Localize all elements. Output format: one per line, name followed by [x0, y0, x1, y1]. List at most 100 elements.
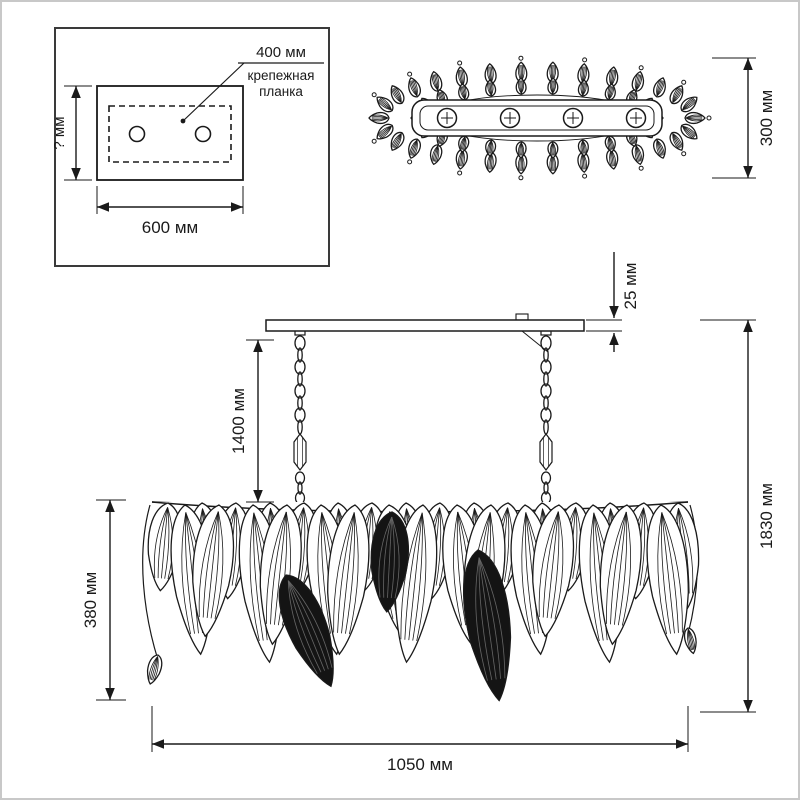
bracket-label-line2: планка: [259, 84, 303, 99]
leaf: [515, 153, 528, 175]
leaf-rib: [549, 80, 554, 94]
leaf-rib: [614, 511, 627, 625]
leaf-rib: [210, 511, 220, 619]
dim-label-plate-height: ? мм: [51, 116, 68, 149]
leaf-rib: [345, 512, 355, 634]
leaf: [646, 504, 689, 656]
bead: [582, 173, 588, 179]
leaf-rib: [635, 145, 643, 162]
leaf-rib: [408, 512, 423, 641]
leaf: [376, 123, 394, 140]
leaf-rib: [634, 73, 638, 91]
leaf-rib: [610, 511, 627, 625]
mounting-bracket-dashed: [108, 105, 232, 163]
leaf-rib: [656, 139, 665, 155]
leaf: [515, 141, 527, 159]
chain-link: [543, 395, 549, 411]
leaf-rib: [371, 117, 389, 122]
leaf-rib: [287, 580, 333, 668]
leaf: [680, 96, 698, 113]
leaf: [368, 111, 390, 125]
bead: [407, 71, 413, 77]
chain-left: [293, 329, 307, 505]
topview-frame-inner: [419, 105, 655, 131]
leaf: [458, 83, 470, 101]
bead: [371, 92, 377, 98]
leaf: [631, 144, 645, 166]
leaf-rib: [377, 100, 392, 111]
leaf: [577, 79, 589, 97]
leaf-rib: [607, 85, 611, 100]
leaf-rib: [436, 145, 440, 163]
leaf-rib: [685, 114, 703, 119]
leaf: [408, 77, 422, 98]
leaf-rib: [518, 80, 522, 94]
bead: [518, 55, 524, 61]
leaf-rib: [202, 511, 219, 618]
leaf-rib: [299, 507, 306, 583]
leaf-rib: [478, 557, 497, 680]
bead: [706, 115, 712, 121]
leaf-rib: [538, 511, 559, 618]
leaf-rib: [149, 656, 158, 680]
leaf-rib: [253, 512, 264, 641]
leaf-rib: [639, 507, 646, 586]
leaf-rib: [349, 512, 359, 635]
leaf-rib: [321, 512, 331, 634]
leaf: [547, 77, 559, 95]
leaf-rib: [341, 512, 355, 634]
chain-link: [543, 371, 549, 387]
leaf-outline: [327, 504, 370, 656]
leaf: [455, 66, 468, 88]
leaf-rib: [503, 507, 510, 583]
leaf-rib: [337, 512, 355, 633]
leaf-rib: [416, 512, 427, 642]
leaf: [327, 504, 370, 656]
chain-bead: [293, 433, 307, 471]
dim-label-canopy: 25 мм: [621, 262, 640, 309]
leaf: [683, 627, 697, 655]
leaf-rib: [678, 508, 690, 594]
dim-label-shade-height: 380 мм: [81, 572, 100, 628]
chain-link: [297, 347, 303, 363]
dim-label-total-height: 1830 мм: [757, 483, 776, 549]
leaf-rib: [617, 511, 628, 626]
front-view: 25 мм 1400 мм 1830 мм 380 мм 1050 мм: [81, 252, 776, 774]
leaf-rib: [572, 507, 578, 579]
leaf: [546, 61, 559, 83]
leaf-outline: [646, 504, 689, 656]
leaf-rib: [606, 511, 627, 624]
leaf-outline: [370, 511, 409, 613]
leaf-outline: [192, 504, 235, 638]
leaf-rib: [661, 512, 671, 634]
leaf-rib: [621, 511, 631, 626]
leaf-rib: [580, 82, 584, 96]
leaf: [429, 144, 443, 166]
dim-label-hole-spacing: 400 мм: [256, 44, 306, 61]
bead: [638, 65, 644, 71]
leaf-rib: [682, 125, 697, 136]
bead: [457, 60, 463, 66]
leaf: [652, 138, 666, 159]
bead: [582, 57, 588, 63]
stem-leaves: [146, 627, 697, 685]
leaf: [463, 549, 512, 702]
leaf-rib: [435, 507, 442, 586]
decor-stem-left: [142, 504, 159, 661]
leaf-rib: [150, 656, 158, 681]
chain-link: [294, 359, 306, 375]
leaf-rib: [661, 512, 675, 634]
leaf-rib: [459, 86, 466, 100]
leaf: [408, 138, 422, 159]
leaf-rib: [687, 629, 696, 650]
leaf: [390, 131, 405, 151]
mount-hole-right: [194, 125, 212, 143]
leaf-rib: [185, 512, 195, 634]
leaf: [532, 504, 575, 638]
leaf: [604, 83, 616, 101]
leaf: [376, 96, 394, 113]
leaf-rib: [661, 512, 683, 633]
leaf-rib: [672, 133, 683, 147]
